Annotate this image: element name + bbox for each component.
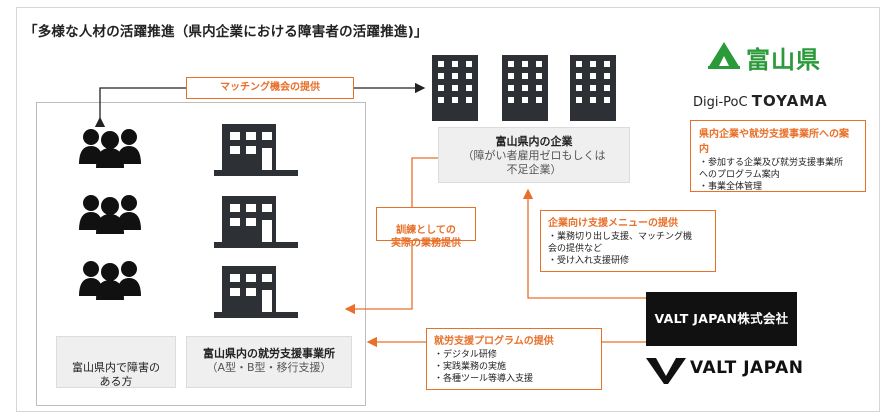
valt-company-name: VALT JAPAN株式会社: [654, 311, 789, 326]
toyama-prefecture-logo: 富山県: [706, 38, 846, 74]
prefecture-guidance-box: 県内企業や就労支援事業所への案内 ・参加する企業及び就労支援事業所 へのプログラ…: [690, 120, 866, 192]
outer-frame: [16, 7, 880, 412]
company-support-connector: [522, 188, 646, 299]
training-label-text: 訓練としての 実際の業務提供: [391, 225, 461, 249]
prefecture-guidance-heading: 県内企業や就労支援事業所への案内: [699, 129, 849, 155]
company-support-items: ・業務切り出し支援、マッチング機 会の提供など ・受け入れ支援研修: [548, 232, 693, 266]
people-label: 富山県内で障害の ある方: [56, 336, 176, 388]
office-tower-icon: [432, 55, 616, 121]
valt-v-logo-icon: [646, 358, 686, 384]
matching-label-text: マッチング機会の提供: [220, 82, 320, 93]
facility-label-main: 富山県内の就労支援事業所: [203, 347, 335, 360]
program-support-heading: 就労支援プログラムの提供: [434, 336, 554, 347]
matching-label: マッチング機会の提供: [186, 77, 354, 99]
toyama-logo-text: 富山県: [746, 46, 821, 74]
valt-company-box: VALT JAPAN株式会社: [646, 292, 797, 346]
valt-logo-text: VALT JAPAN: [690, 358, 804, 378]
company-towers: [424, 53, 616, 123]
facility-label-sub: （A型・B型・移行支援）: [206, 361, 332, 374]
facility-label: 富山県内の就労支援事業所 （A型・B型・移行支援）: [186, 336, 352, 388]
company-support-heading: 企業向け支援メニューの提供: [548, 218, 678, 229]
digi-poc-logo: Digi-PoC TOYAMA: [693, 92, 828, 110]
companies-label-main: 富山県内の企業: [495, 135, 573, 148]
diagram-title: 「多様な人材の活躍推進（県内企業における障害者の活躍推進)」: [24, 24, 428, 40]
people-label-text: 富山県内で障害の ある方: [72, 361, 160, 388]
companies-label: 富山県内の企業 （障がい者雇用ゼロもしくは 不足企業）: [438, 127, 630, 183]
valt-japan-logo: VALT JAPAN: [646, 354, 816, 386]
mountain-logo-icon: [708, 42, 740, 69]
prefecture-guidance-items: ・参加する企業及び就労支援事業所 へのプログラム案内 ・事業全体管理: [699, 158, 844, 192]
digi-poc-name: TOYAMA: [751, 92, 828, 110]
digi-poc-prefix: Digi-PoC: [693, 95, 748, 110]
company-support-menu-box: 企業向け支援メニューの提供 ・業務切り出し支援、マッチング機 会の提供など ・受…: [540, 210, 716, 272]
program-support-box: 就労支援プログラムの提供 ・デジタル研修 ・実践業務の実施 ・各種ツール等導入支…: [426, 328, 602, 390]
program-support-items: ・デジタル研修 ・実践業務の実施 ・各種ツール等導入支援: [434, 350, 534, 384]
companies-label-sub: （障がい者雇用ゼロもしくは 不足企業）: [462, 149, 606, 176]
training-label: 訓練としての 実際の業務提供: [376, 207, 476, 249]
